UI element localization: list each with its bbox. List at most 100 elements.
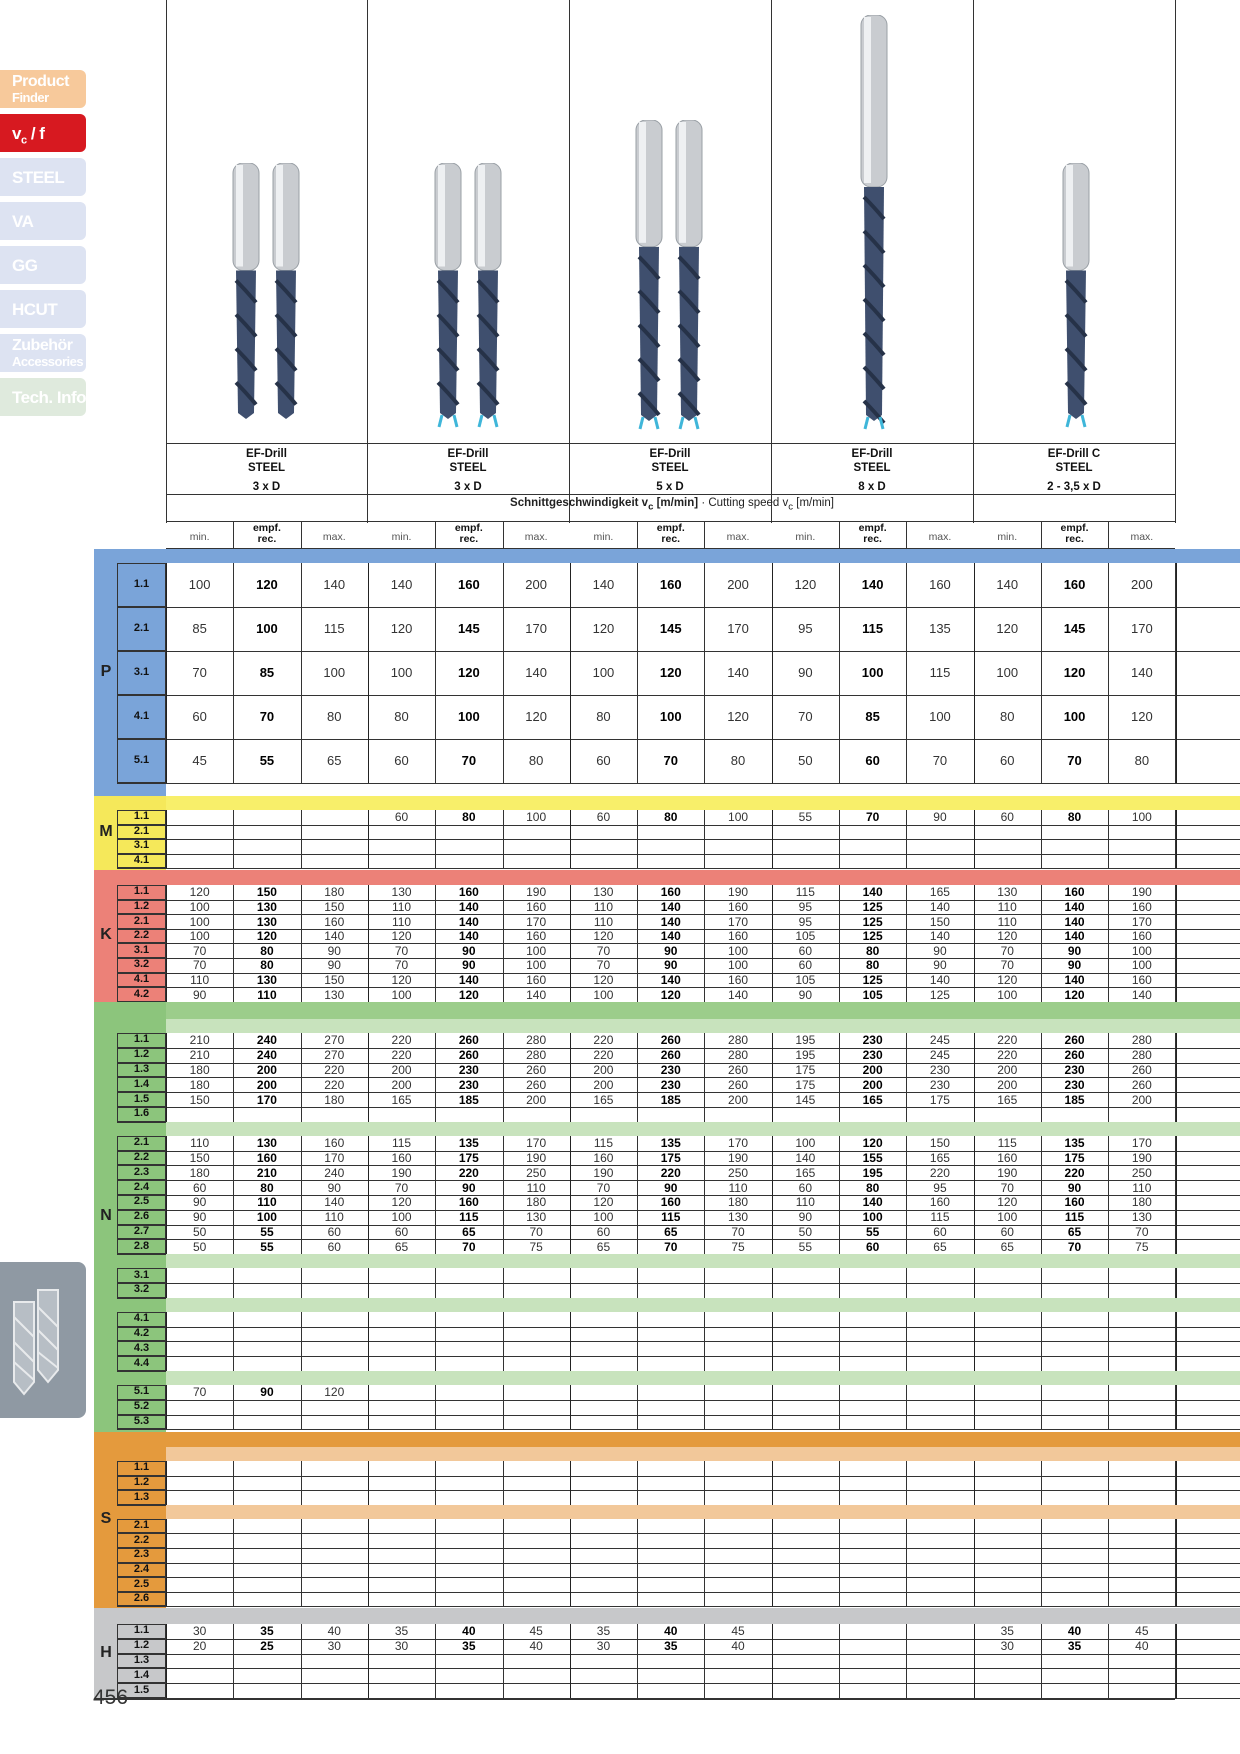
material-code-cell (117, 1283, 166, 1298)
material-code: 2.7 (133, 1225, 150, 1237)
table-column-divider (1175, 563, 1177, 783)
col-divider (1040, 521, 1042, 548)
table-column-divider (704, 1311, 706, 1371)
material-code-cell (117, 1092, 166, 1107)
value-cell: 105 (795, 972, 816, 987)
nav-label-2: Finder (12, 90, 49, 105)
value-cell: 80 (865, 958, 880, 973)
value-cell: 140 (324, 929, 345, 944)
material-code: 1.5 (133, 1092, 150, 1105)
tool-ratio: 3 x D (252, 481, 281, 493)
table-column-divider (973, 1385, 975, 1430)
group-n-subband (166, 1019, 1240, 1033)
value-cell: 60 (865, 1239, 880, 1254)
table-column-divider (771, 563, 773, 783)
table-column-divider (300, 1311, 302, 1371)
group-m-block (94, 796, 166, 870)
value-cell: 160 (929, 1195, 950, 1210)
value-cell: 85 (259, 665, 275, 680)
nav-item-4[interactable]: VA (0, 202, 86, 240)
table-column-divider (233, 1385, 235, 1430)
value-cell: 110 (728, 1180, 748, 1195)
table-column-divider (502, 1135, 504, 1255)
value-cell: 70 (664, 1239, 678, 1254)
value-cell: 115 (997, 1136, 1017, 1151)
table-column-divider (973, 1461, 975, 1505)
value-cell: 140 (929, 972, 950, 987)
value-cell: 280 (1131, 1048, 1152, 1063)
value-cell: 65 (327, 753, 342, 768)
nav-item-3[interactable]: STEEL (0, 158, 86, 196)
table-column-divider (435, 1385, 437, 1430)
tool-column-divider (569, 0, 570, 523)
value-cell: 80 (730, 753, 746, 768)
table-column-divider (1108, 1461, 1110, 1505)
drill-category-tab[interactable] (0, 1262, 86, 1418)
material-code-cell (117, 695, 166, 739)
material-code-cell (117, 1180, 166, 1195)
header-divider (166, 443, 1175, 444)
material-code: 4.2 (133, 1327, 150, 1339)
table-column-divider (973, 1311, 975, 1371)
value-cell: 100 (526, 958, 547, 973)
tool-name: EF-Drill (851, 448, 893, 460)
tool-name: EF-Drill (447, 448, 489, 460)
value-cell: 50 (798, 1225, 813, 1239)
value-cell: 270 (324, 1033, 345, 1048)
value-cell: 210 (189, 1048, 210, 1063)
table-column-divider (637, 563, 639, 783)
material-code-cell (117, 914, 166, 929)
material-code-cell (117, 563, 166, 607)
value-cell: 170 (526, 1136, 547, 1151)
value-cell: 90 (327, 943, 341, 958)
value-cell: 80 (1000, 709, 1015, 724)
value-cell: 170 (1131, 914, 1152, 929)
value-cell: 140 (660, 972, 681, 987)
nav-item-2[interactable]: vc / f (0, 114, 86, 152)
material-code-cell (117, 1683, 166, 1698)
col-min: min. (795, 531, 816, 543)
value-cell: 70 (663, 753, 678, 768)
material-code: 4.2 (133, 987, 150, 1000)
nav-item-5[interactable]: GG (0, 246, 86, 284)
value-cell: 110 (190, 972, 210, 987)
table-column-divider (771, 1033, 773, 1122)
value-cell: 40 (529, 1639, 543, 1654)
value-cell: 175 (660, 1151, 681, 1165)
material-code: 2.1 (133, 622, 150, 634)
material-code-cell (117, 1341, 166, 1357)
table-column-divider (1175, 1461, 1176, 1505)
material-code: 2.1 (133, 914, 150, 927)
value-cell: 260 (458, 1033, 479, 1048)
value-cell: 155 (862, 1151, 883, 1165)
value-cell: 120 (997, 972, 1018, 987)
nav-item-8[interactable]: Tech. Info (0, 378, 87, 416)
value-cell: 130 (593, 885, 614, 900)
cutting-speed-heading: Schnittgeschwindigkeit vc [m/min] · Cutt… (510, 497, 834, 513)
value-cell: 45 (1135, 1624, 1149, 1639)
material-code: 2.1 (133, 1519, 150, 1532)
row-line (117, 1047, 1240, 1049)
value-cell: 40 (664, 1624, 678, 1639)
tool-ratio: 8 x D (858, 481, 886, 493)
tool-name: EF-Drill (246, 448, 287, 460)
value-cell: 120 (997, 1195, 1018, 1210)
value-cell: 180 (189, 1165, 210, 1180)
material-code: 4.3 (133, 1341, 150, 1354)
value-cell: 85 (865, 709, 880, 724)
drill-image-3 (635, 120, 703, 430)
value-cell: 150 (324, 899, 345, 914)
value-cell: 140 (660, 914, 681, 929)
value-cell: 170 (728, 914, 749, 929)
row-line (117, 1326, 1240, 1328)
value-cell: 60 (394, 753, 409, 768)
nav-item-6[interactable]: HCUT (0, 290, 86, 328)
row-line (117, 1399, 1240, 1401)
tool-column-divider (166, 0, 167, 523)
value-cell: 70 (1135, 1225, 1149, 1239)
row-line (117, 1356, 1240, 1358)
value-cell: 30 (192, 1624, 207, 1639)
material-code-cell (117, 1518, 166, 1534)
